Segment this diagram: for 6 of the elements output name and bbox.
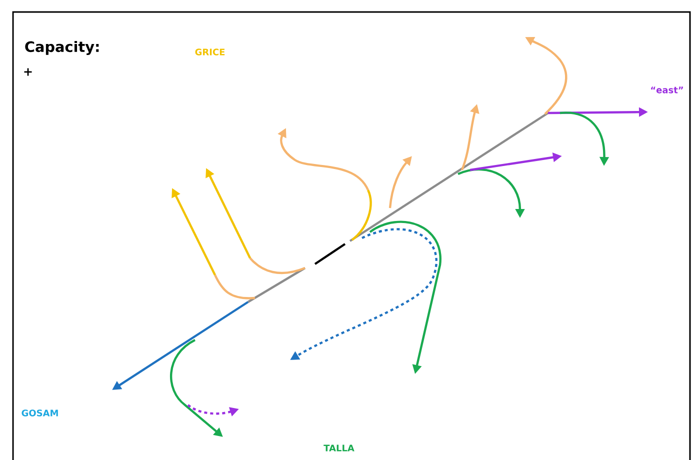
arrow-label: GOSAM [22, 410, 58, 416]
heading: Capacity: [25, 40, 99, 56]
plus-sign: + [24, 68, 32, 76]
arrow-label: “east” [651, 86, 683, 94]
arrow-label: TALLA [324, 444, 354, 452]
arrow-label: GRICE [195, 48, 225, 56]
